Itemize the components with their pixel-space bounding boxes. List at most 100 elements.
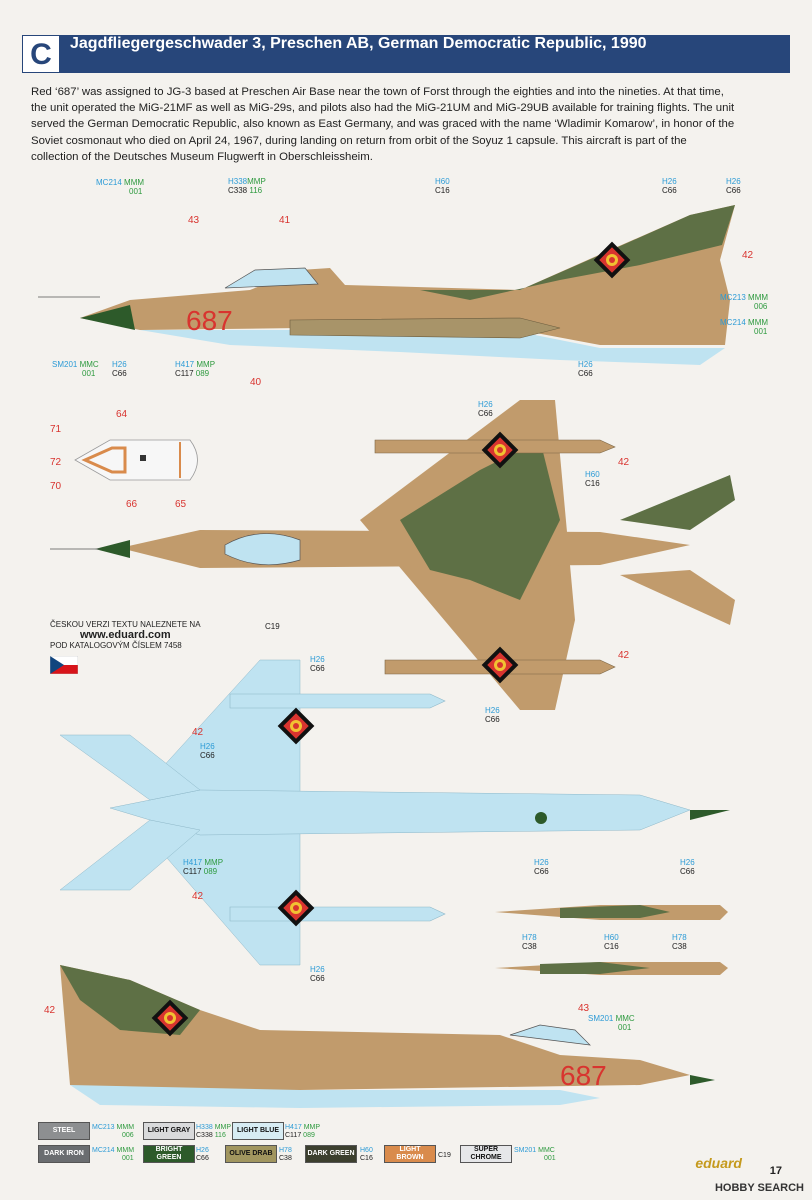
- swatch-bright-green: BRIGHT GREEN: [143, 1145, 195, 1163]
- section-header: C Jagdfliegergeschwader 3, Preschen AB, …: [22, 35, 790, 73]
- czech-line-1: ČESKOU VERZI TEXTU NALEZNETE NA: [50, 620, 201, 629]
- czech-line-3: POD KATALOGOVÝM ČÍSLEM 7458: [50, 641, 182, 650]
- side-view-canopy: [509, 1024, 591, 1046]
- top-view-stabilizer: [620, 475, 735, 530]
- marker-43: 43: [578, 1003, 590, 1014]
- side-view-right: [60, 965, 715, 1108]
- swatch-code: C19: [438, 1152, 451, 1159]
- marker-66: 66: [126, 499, 138, 510]
- marker-70: 70: [50, 481, 62, 492]
- section-title: Jagdfliegergeschwader 3, Preschen AB, Ge…: [70, 35, 647, 52]
- underside-drop-tank: [229, 906, 446, 922]
- section-letter: C: [22, 35, 60, 73]
- underside-view: [59, 659, 730, 966]
- intro-line: Soviet cosmonaut who died on April 24, 1…: [31, 134, 687, 147]
- canopy-detail: [74, 439, 198, 481]
- top-view-fuselage: [120, 530, 690, 568]
- marker-41: 41: [279, 215, 291, 226]
- top-view-canopy: [224, 533, 301, 566]
- intro-paragraph: Red ‘687’ was assigned to JG-3 based at …: [31, 84, 777, 165]
- drop-tanks-side: [495, 905, 728, 975]
- side-view-left: [38, 205, 735, 365]
- marker-64: 64: [116, 409, 128, 420]
- side-view-nose-cone: [80, 305, 135, 330]
- marker-43: 43: [188, 215, 200, 226]
- hobby-search-watermark: HOBBY SEARCH: [714, 1182, 804, 1194]
- eduard-logo: eduard: [695, 1155, 742, 1171]
- underside-stabilizer: [59, 819, 201, 891]
- marker-42: 42: [742, 250, 754, 261]
- czech-url[interactable]: www.eduard.com: [80, 629, 171, 641]
- marker-40: 40: [250, 377, 262, 388]
- side-view-canopy: [224, 267, 319, 289]
- intro-line: Red ‘687’ was assigned to JG-3 based at …: [31, 86, 724, 98]
- top-view: [50, 400, 735, 710]
- side-view-tail-number: 687: [186, 305, 233, 336]
- swatch-steel: STEEL: [38, 1122, 90, 1140]
- intro-line: served the German Democratic Republic, a…: [31, 118, 735, 131]
- swatch-super-chrome: SUPER CHROME: [460, 1145, 512, 1163]
- page-number: 17: [769, 1165, 782, 1177]
- underside-fuselage: [109, 789, 691, 836]
- side-view-belly: [140, 330, 725, 365]
- underside-nose-cone: [690, 810, 730, 820]
- top-view-camo: [400, 440, 560, 600]
- intro-line: the unit operated the MiG-21MF as well a…: [31, 102, 735, 115]
- marker-42: 42: [192, 891, 204, 902]
- marker-65: 65: [175, 499, 187, 510]
- swatch-light-brown: LIGHT BROWN: [384, 1145, 436, 1163]
- czech-flag-icon: [50, 656, 78, 674]
- marker-42: 42: [192, 727, 204, 738]
- swatch-light-gray: LIGHT GRAY: [143, 1122, 195, 1140]
- marker-42: 42: [618, 650, 630, 661]
- side-view-fuselage: [60, 965, 690, 1090]
- marker-42: 42: [618, 457, 630, 468]
- side-view-drop-tank: [289, 317, 561, 339]
- side-view-tail-number: 687: [560, 1060, 607, 1091]
- top-view-stabilizer: [620, 570, 735, 625]
- side-view-belly: [70, 1085, 600, 1108]
- underside-drop-tank: [229, 693, 446, 709]
- marker-71: 71: [50, 424, 62, 435]
- intro-line: collection of the Deutsches Museum Flugw…: [31, 150, 373, 163]
- marker-72: 72: [50, 457, 62, 468]
- swatch-light-blue: LIGHT BLUE: [232, 1122, 284, 1140]
- callout-c19: C19: [265, 622, 280, 631]
- side-view-fuselage: [80, 205, 735, 345]
- marker-42: 42: [44, 1005, 56, 1016]
- czech-version-note: ČESKOU VERZI TEXTU NALEZNETE NA www.edua…: [50, 620, 240, 651]
- swatch-dark-green: DARK GREEN: [305, 1145, 357, 1163]
- side-view-camo: [420, 205, 735, 300]
